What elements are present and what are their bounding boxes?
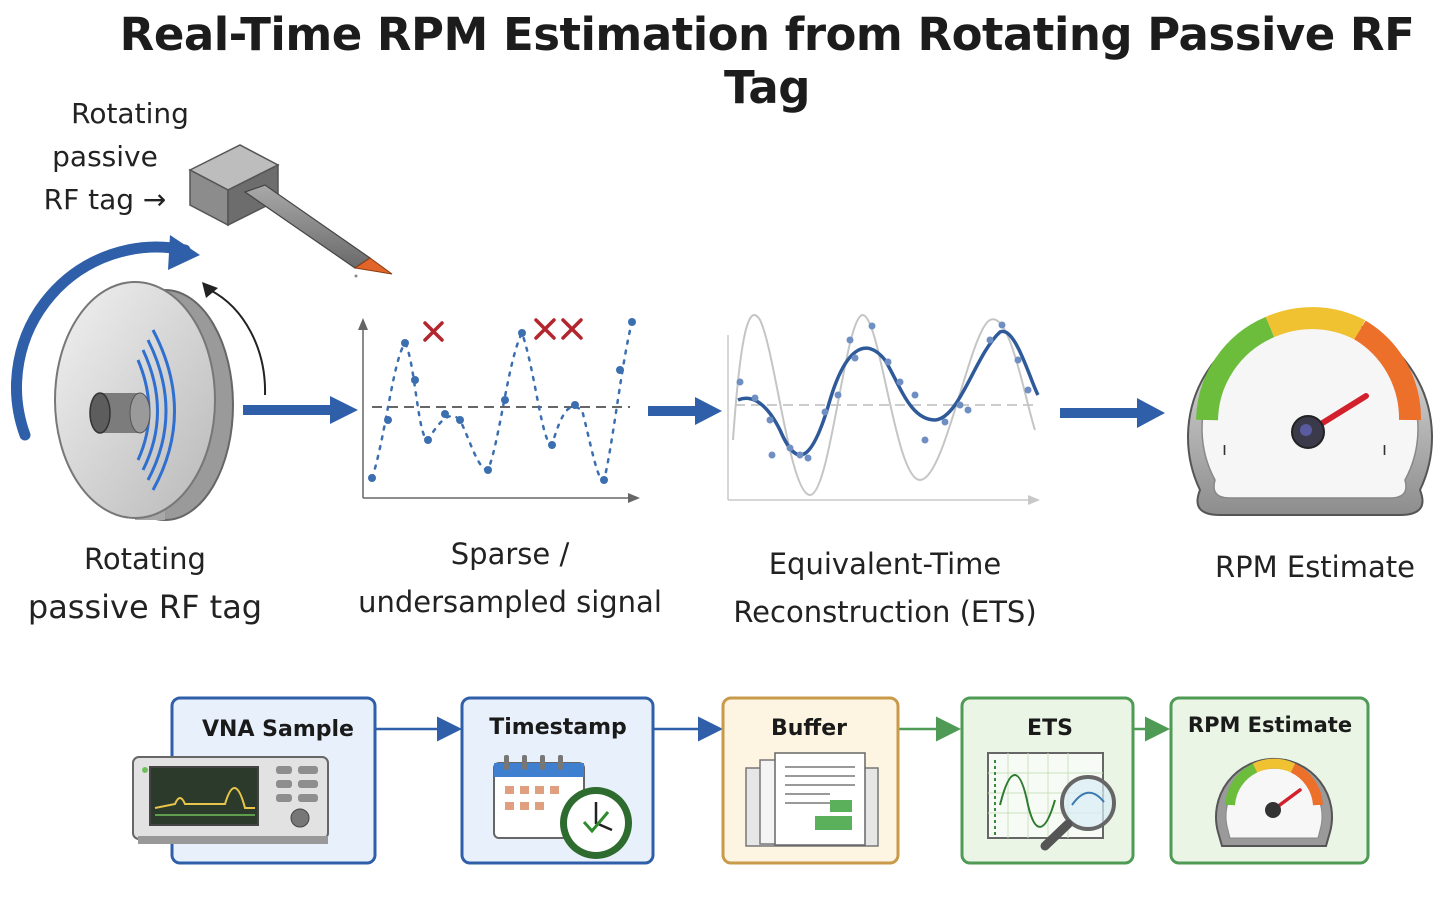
pipeline-step-label: VNA Sample [202,717,354,742]
probe-label: Rotating passive RF tag → [20,92,220,221]
page-title: Real-Time RPM Estimation from Rotating P… [119,8,1415,114]
stage-caption-rpm: RPM Estimate [1190,543,1440,591]
rotating-disc-icon [11,235,267,521]
stage-caption-ets: Equivalent-Time Reconstruction (ETS) [720,540,1050,636]
stage-caption-sparse-line2: undersampled signal [358,585,662,619]
buffer-documents-icon [745,752,879,847]
probe-label-line3: RF tag [43,183,134,216]
stage-caption-tag-line1: Rotating [84,542,206,576]
pipeline-step-label: Buffer [771,716,847,741]
rf-probe-icon [188,144,393,278]
stage-caption-ets-line1: Equivalent-Time [768,547,1002,581]
pipeline-step-label: Timestamp [489,715,627,740]
pipeline-step-label: ETS [1027,716,1073,741]
flow-arrows [243,396,1165,428]
stage-caption-rpm-line1: RPM Estimate [1215,550,1415,584]
pipeline-step-vna: VNA Sample [132,696,377,865]
main-illustration: ı ı [11,144,1433,521]
probe-label-line2: passive [52,140,158,173]
ets-magnifier-icon [987,752,1116,851]
pipeline-step-label: RPM Estimate [1188,713,1352,737]
sparse-signal-plot [358,318,640,503]
vna-instrument-icon [132,756,329,844]
stage-caption-tag: Rotating passive RF tag [20,535,270,631]
stage-caption-sparse-line1: Sparse / [450,537,570,571]
svg-text:ı: ı [1222,439,1227,460]
gauge-icon [1215,757,1333,847]
stage-caption-ets-line2: Reconstruction (ETS) [733,595,1037,629]
pipeline-diagram: VNA Sample Timestamp [132,696,1370,865]
ets-reconstruction-plot [727,314,1040,505]
pipeline-step-buffer: Buffer [721,696,900,865]
calendar-clock-icon [493,755,632,859]
pipeline-step-timestamp: Timestamp [460,696,655,865]
rpm-gauge-icon: ı ı [1187,307,1433,516]
pipeline-step-ets: ETS [960,696,1135,865]
stage-caption-tag-line2: passive RF tag [27,588,263,626]
missed-sample-markers [423,318,583,342]
stage-caption-sparse: Sparse / undersampled signal [350,530,670,626]
svg-text:ı: ı [1382,439,1387,460]
pipeline-step-rpm: RPM Estimate [1169,696,1370,865]
probe-label-line1: Rotating [71,97,189,130]
probe-arrow-icon: → [142,183,167,216]
